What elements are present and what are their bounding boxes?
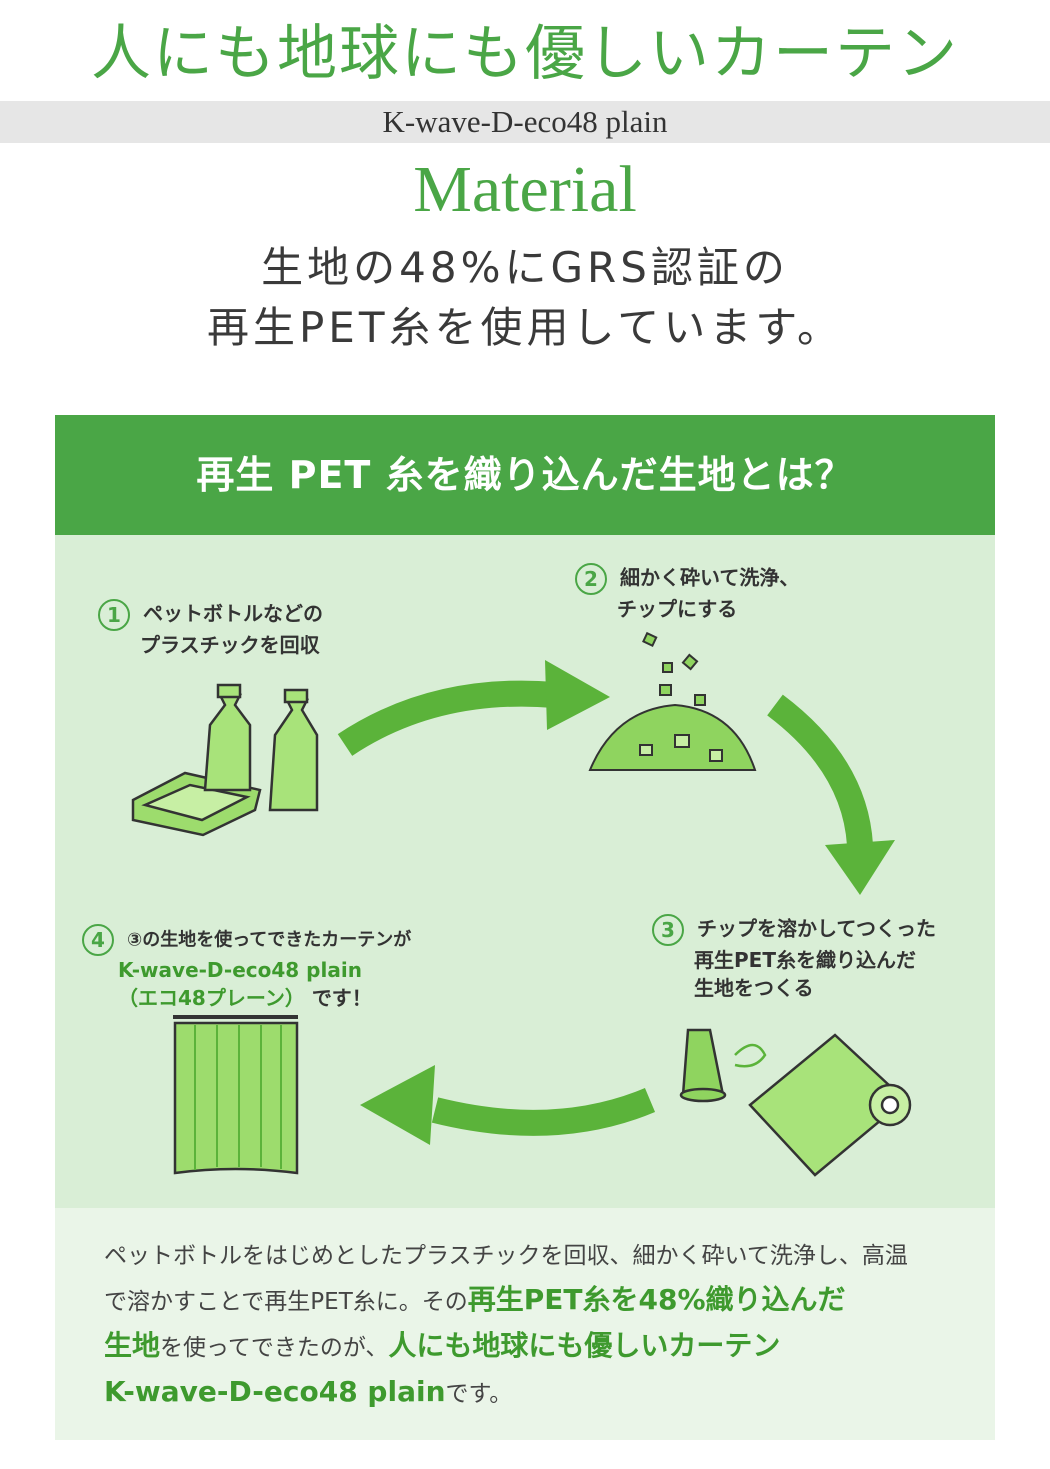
step-3: 3 チップを溶かしてつくった 再生PET糸を織り込んだ 生地をつくる [652, 914, 936, 1002]
lead-line-1: 生地の48%にGRS認証の [261, 243, 789, 292]
description: ペットボトルをはじめとしたプラスチックを回収、細かく砕いて洗浄し、高温 で溶かす… [104, 1243, 908, 1408]
curtain-icon [173, 1015, 299, 1175]
yarn-fabric-icon [679, 1028, 912, 1177]
step-number: 3 [652, 914, 684, 946]
step-2: 2 細かく砕いて洗浄、 チップにする [575, 563, 799, 623]
panel-title: 再生 PET 糸を織り込んだ生地とは？ [55, 415, 995, 535]
step-number: 1 [98, 599, 130, 631]
arrow-down-icon [767, 694, 895, 895]
step-4: 4 ③の生地を使ってできたカーテンが K-wave-D-eco48 plain … [82, 924, 411, 1012]
lead-line-2: 再生PET糸を使用しています。 [206, 303, 844, 352]
arrow-left-icon [360, 1065, 656, 1145]
step-1: 1 ペットボトルなどの プラスチックを回収 [98, 599, 323, 659]
step-number: 2 [575, 563, 607, 595]
arrow-right-icon [337, 660, 610, 756]
product-name-band: K-wave-D-eco48 plain [0, 101, 1050, 143]
description-box [55, 1208, 995, 1440]
step-number: 4 [82, 924, 114, 956]
recycle-illustration [131, 631, 912, 1177]
headline: 人にも地球にも優しいカーテン [91, 19, 959, 89]
section-title: Material [413, 153, 637, 226]
bottles-icon [131, 683, 319, 837]
chips-icon [588, 631, 757, 771]
